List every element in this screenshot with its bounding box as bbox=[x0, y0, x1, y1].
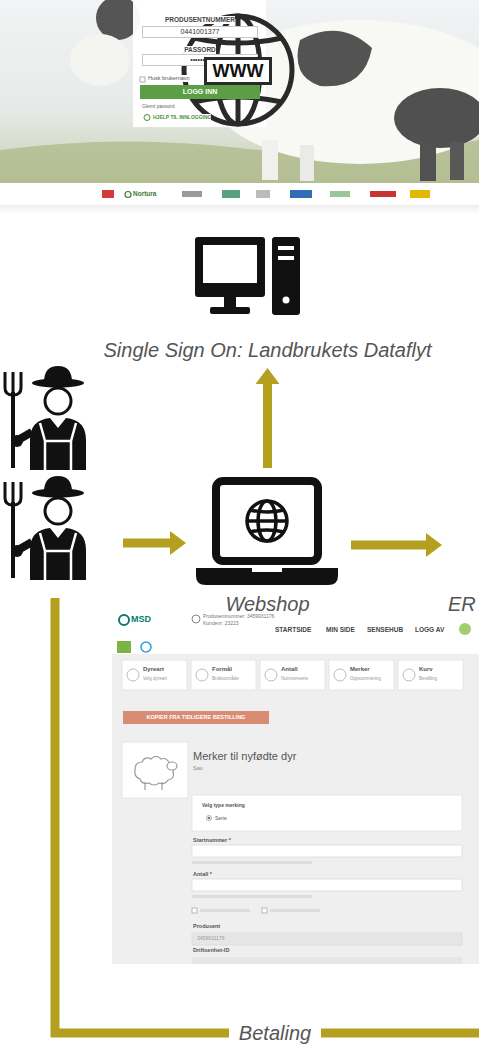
arrow-shaft bbox=[351, 541, 426, 550]
nav-item: MIN SIDE bbox=[326, 626, 355, 634]
node-caption: Webshop bbox=[190, 592, 345, 616]
step-subtitle: Bestilling bbox=[419, 676, 437, 681]
field-label: Produsent bbox=[193, 923, 220, 930]
input-value: •••••••• bbox=[142, 54, 258, 66]
step-subtitle: Nummerserie bbox=[281, 676, 308, 681]
field-label: Startnummer * bbox=[193, 837, 231, 844]
nav-item: LOGG AV bbox=[415, 626, 444, 634]
globe-banner: WWW bbox=[204, 57, 273, 85]
radio-label: Serie bbox=[215, 815, 227, 821]
step-title: Formål bbox=[212, 666, 232, 673]
webshop-node: Webshop bbox=[190, 474, 345, 616]
link-text: Glemt passord bbox=[142, 103, 175, 109]
nav-item: SENSEHUB bbox=[367, 626, 403, 634]
globe-icon bbox=[184, 16, 292, 124]
node-caption: ER bbox=[448, 592, 479, 616]
arrow-head bbox=[256, 368, 280, 384]
form-heading: Merker til nyfødte dyr bbox=[193, 750, 296, 763]
account-info: Produsentnummer: 3459931176 bbox=[203, 613, 274, 619]
arrow-head bbox=[426, 533, 442, 557]
laptop-icon bbox=[196, 481, 338, 585]
form-subheading: Sau bbox=[193, 765, 203, 772]
step-subtitle: Bruksområde bbox=[212, 676, 239, 681]
step-title: Kurv bbox=[419, 666, 433, 673]
field-label: PASSORD bbox=[184, 46, 216, 54]
farmer-icon bbox=[5, 366, 86, 580]
webshop-screenshot bbox=[112, 612, 479, 964]
field-label: PRODUSENTNUMMER bbox=[165, 16, 235, 24]
field-label: Velg type merking bbox=[202, 802, 245, 808]
help-link: HJELP TIL INNLOGGING bbox=[153, 114, 211, 120]
flow-arrow bbox=[256, 368, 280, 468]
checkbox-label: Husk brukernavn bbox=[148, 75, 190, 82]
step-title: Dyreart bbox=[143, 666, 164, 673]
payment-line bbox=[55, 598, 479, 1033]
input-value: 0441001377 bbox=[142, 26, 258, 38]
step-subtitle: Oppsummering bbox=[350, 676, 381, 681]
line-label: Betaling bbox=[229, 1021, 321, 1045]
flow-arrow bbox=[351, 533, 442, 557]
input-value: 3459931176 bbox=[197, 935, 224, 941]
flow-arrow bbox=[123, 531, 186, 555]
login-button: LOGG INN bbox=[140, 85, 260, 99]
step-title: Antall bbox=[281, 666, 298, 673]
login-screenshot bbox=[0, 0, 479, 214]
sheep-icon bbox=[135, 757, 177, 791]
nav-item: STARTSIDE bbox=[275, 626, 311, 634]
erp-node: ER bbox=[448, 474, 479, 616]
step-title: Merker bbox=[350, 666, 370, 673]
account-info: Kundenr: 23223 bbox=[203, 620, 239, 626]
copy-button: KOPIER FRA TIDLIGERE BESTILLING bbox=[123, 711, 269, 724]
field-label: Driftsenhet-ID bbox=[193, 947, 229, 954]
logo-name: Nortura bbox=[133, 190, 156, 198]
logo-bar bbox=[0, 183, 479, 214]
node-caption: Single Sign On: Landbrukets Dataflyt bbox=[60, 338, 475, 362]
step-subtitle: Velg dyreart bbox=[143, 676, 167, 681]
system-icon-node: Single Sign On: Landbrukets Dataflyt bbox=[60, 232, 475, 362]
computer-icon bbox=[195, 237, 300, 315]
arrow-shaft bbox=[263, 384, 272, 468]
field-label: Antall * bbox=[193, 871, 212, 878]
brand-logo: MSD bbox=[131, 614, 151, 625]
